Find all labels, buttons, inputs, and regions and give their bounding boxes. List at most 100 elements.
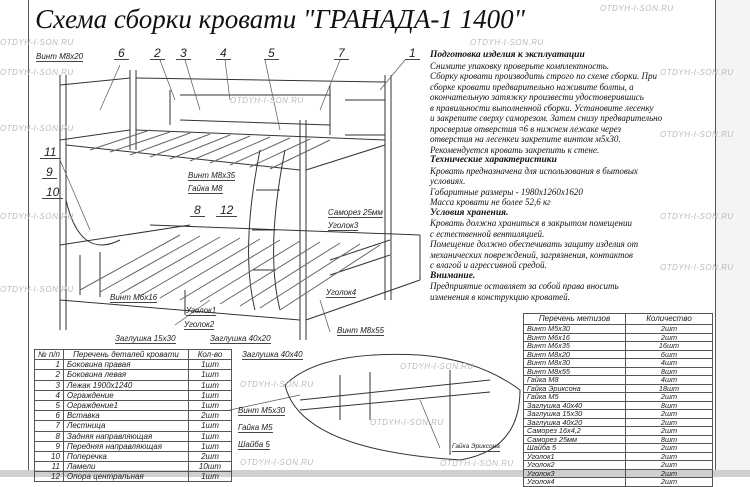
column-header: № п/п	[34, 348, 64, 361]
watermark: OTDYH-I-SON.RU	[470, 38, 544, 47]
callout-part-5: 5	[264, 47, 279, 60]
part-name: Лежак 1900х1240	[62, 379, 190, 391]
detail-bubble	[284, 353, 521, 461]
watermark: OTDYH-I-SON.RU	[230, 96, 304, 105]
watermark: OTDYH-I-SON.RU	[370, 418, 444, 427]
attention-line: изменения в конструкцию кроватей.	[430, 291, 570, 302]
callout-shaiba-5: Шайба 5	[238, 440, 270, 450]
fastener-name: Уголок2	[523, 460, 626, 470]
callout-vint-m8x55: Винт М8х55	[337, 326, 385, 336]
tech-line: Масса кровати не более 52,6 кг	[430, 197, 551, 207]
part-quantity: 1шт	[188, 369, 232, 381]
callout-zaglushka-40x20: Заглушка 40х20	[210, 334, 271, 344]
part-number: 11	[34, 461, 64, 473]
storage-line: Помещение должно обеспечивать защиту изд…	[430, 239, 639, 249]
prep-line: и закрепите сверху саморезом. Затем сниз…	[430, 113, 663, 123]
watermark: OTDYH-I-SON.RU	[400, 362, 474, 371]
callout-part-10: 10	[42, 186, 64, 199]
watermark: OTDYH-I-SON.RU	[0, 38, 74, 47]
watermark: OTDYH-I-SON.RU	[0, 212, 74, 221]
callout-part-12: 12	[216, 204, 238, 217]
prep-line: Снимите упаковку проверьте комплектность…	[430, 60, 610, 71]
callout-gaika-erikson: Гайка Эриксона	[452, 443, 500, 452]
part-quantity: 1шт	[188, 379, 232, 391]
upper-slats	[89, 129, 331, 170]
part-quantity: 1шт	[188, 420, 232, 432]
callout-vint-m5x30: Винт М5х30	[238, 406, 286, 416]
part-name: Лестница	[62, 420, 190, 432]
watermark: OTDYH-I-SON.RU	[660, 68, 734, 77]
fastener-name: Винт М8х30	[523, 358, 626, 368]
callout-part-4: 4	[216, 47, 231, 60]
part-name: Вставка	[62, 410, 190, 422]
attention-heading: Внимание.	[430, 270, 476, 281]
part-name: Поперечка	[62, 450, 190, 463]
part-name: Задняя направляющая	[62, 430, 190, 442]
prep-line: в правильности выполненной сборки. Устан…	[430, 102, 654, 113]
fastener-quantity: 16шт	[625, 341, 713, 351]
callout-ugolok2: Уголок2	[184, 320, 215, 330]
column-header: Перечень метизов	[523, 313, 626, 325]
watermark: OTDYH-I-SON.RU	[660, 263, 734, 272]
fastener-quantity: 2шт	[625, 426, 713, 436]
part-number: 4	[34, 389, 64, 401]
prep-line: сборке кровати предварительно наживите б…	[430, 81, 634, 92]
watermark: OTDYH-I-SON.RU	[0, 285, 74, 294]
part-quantity: 10шт	[188, 461, 232, 473]
watermark: OTDYH-I-SON.RU	[240, 380, 314, 389]
tech-heading: Технические характеристики	[430, 155, 557, 165]
part-quantity: 1шт	[188, 440, 232, 452]
column-header: Кол-во	[188, 348, 232, 361]
part-name: Передняя направляющая	[62, 440, 190, 452]
prep-line: Рекомендуется кровать закрепить к стене.	[430, 144, 600, 155]
instructions-block: Подготовка изделия к эксплуатации Снимит…	[430, 50, 715, 302]
fastener-name: Гайка М5	[523, 392, 626, 402]
part-name: Боковина левая	[62, 369, 190, 381]
fastener-name: Гайка М8	[523, 375, 626, 385]
callout-part-6: 6	[114, 47, 129, 60]
fastener-name: Винт М5х30	[523, 324, 626, 334]
part-quantity: 2шт	[188, 410, 232, 422]
fastener-name: Шайба 5	[523, 443, 626, 453]
fastener-name: Заглушка 15х30	[523, 409, 626, 419]
part-number: 6	[34, 410, 64, 422]
part-number: 10	[34, 450, 64, 463]
callout-vint-m6x16: Винт М6х16	[110, 293, 158, 303]
lower-bunk	[59, 199, 421, 321]
page-title: Схема сборки кровати "ГРАНАДА-1 1400"	[35, 4, 525, 34]
tech-line: Кровать предназначена для использования …	[430, 165, 638, 176]
callout-part-9: 9	[42, 166, 57, 179]
callout-part-3: 3	[176, 47, 191, 60]
storage-line: механических повреждений, загрязнения, к…	[430, 249, 633, 260]
callout-samorez-25mm: Саморез 25мм	[328, 208, 383, 218]
part-number: 3	[34, 379, 64, 391]
part-quantity: 1шт	[188, 359, 232, 371]
callout-zaglushka-40x40: Заглушка 40х40	[242, 350, 303, 360]
callout-part-8: 8	[190, 204, 205, 217]
part-quantity: 1шт	[188, 389, 232, 401]
fastener-quantity: 2шт	[625, 443, 713, 453]
callout-ugolok1: Уголок1	[186, 306, 217, 316]
lower-slats	[79, 234, 381, 311]
sheet-margin	[716, 0, 750, 477]
storage-heading: Условия хранения.	[430, 207, 509, 218]
part-number: 7	[34, 420, 64, 432]
watermark: OTDYH-I-SON.RU	[0, 124, 74, 133]
part-name: Боковина правая	[62, 359, 190, 371]
tech-line: условиях.	[430, 176, 466, 186]
callout-zaglushka-15x30: Заглушка 15х30	[115, 334, 176, 344]
bottom-strip	[0, 470, 750, 477]
